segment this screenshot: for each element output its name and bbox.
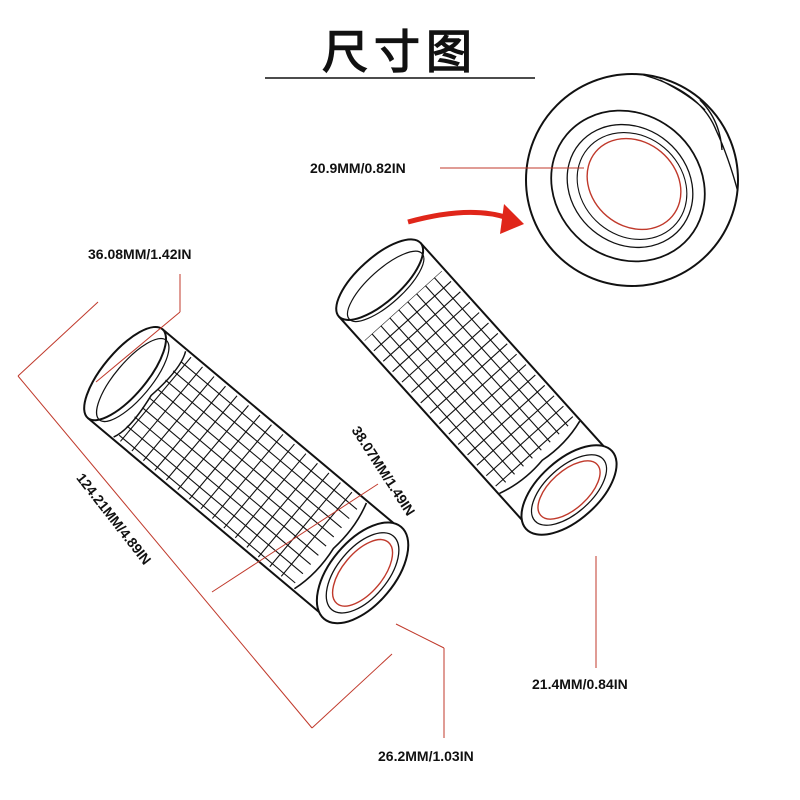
page-title: 尺寸图	[322, 25, 478, 79]
left-grip-back-ring	[95, 337, 170, 423]
left-grip-front-ring	[325, 532, 400, 614]
label-inner-hole-detail: 20.9MM/0.82IN	[310, 160, 406, 176]
dim-leader-flange	[95, 311, 181, 383]
label-flange-diameter: 36.08MM/1.42IN	[88, 246, 192, 262]
detail-arrow	[407, 209, 509, 225]
right-grip-front-face	[520, 444, 618, 536]
right-grip-inner-hole	[537, 460, 601, 520]
right-grip-back-end	[335, 238, 425, 321]
left-grip-back-end	[83, 325, 168, 422]
left-grip-pattern	[118, 356, 358, 584]
dim-line-end	[211, 483, 379, 593]
right-grip-pattern	[364, 270, 574, 487]
detail-arrow-head	[500, 204, 524, 234]
label-inner-hole-right: 21.4MM/0.84IN	[532, 676, 628, 692]
detail-inner-hole	[586, 137, 682, 231]
dim-leader-26	[395, 623, 445, 649]
detail-view	[525, 73, 739, 287]
right-grip-outline	[338, 242, 611, 528]
right-grip-front-ring	[530, 454, 608, 526]
left-grip-inner-hole	[331, 538, 394, 607]
dimension-lines	[17, 167, 597, 738]
right-grip	[335, 238, 618, 536]
label-inner-hole-left: 26.2MM/1.03IN	[378, 748, 474, 764]
right-grip-front-flange	[499, 420, 581, 495]
dim-ext-length-top	[17, 301, 99, 377]
left-grip-front-face	[315, 521, 410, 625]
right-grip-back-ring	[346, 250, 425, 323]
left-grip-front-flange	[293, 502, 368, 590]
dim-line-length	[17, 375, 313, 729]
left-grip	[83, 325, 410, 625]
dim-ext-length-bottom	[311, 653, 393, 729]
detail-circle	[525, 73, 739, 287]
